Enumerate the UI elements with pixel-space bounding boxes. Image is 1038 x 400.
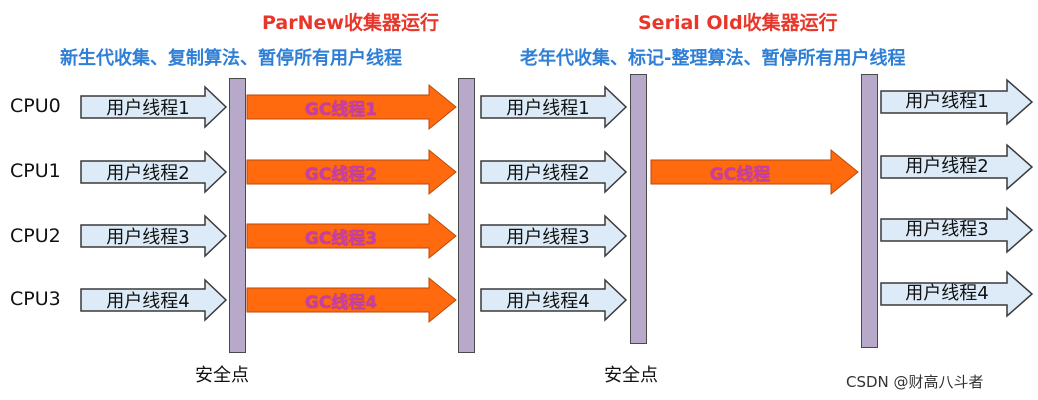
user-thread-label: 用户线程1 [106, 98, 190, 119]
parnew-title: ParNew收集器运行 [262, 12, 439, 34]
user-arrow-shape [480, 85, 628, 129]
user-thread-label: 用户线程3 [905, 219, 989, 240]
user-arrow-shape [880, 78, 1034, 126]
user-thread-label: 用户线程1 [506, 98, 590, 119]
gc-arrow-shape [246, 148, 457, 196]
safepoint-bar-1 [229, 78, 246, 353]
gc-arrow-shape [246, 212, 457, 260]
user-arrow-shape [880, 143, 1034, 191]
user-thread-label: 用户线程1 [905, 91, 989, 112]
user-arrow-shape [80, 150, 228, 194]
user-arrow-shape [480, 278, 628, 322]
user-thread-arrow: 用户线程3 [480, 214, 628, 258]
user-arrow-shape [80, 85, 228, 129]
user-arrow-shape [80, 214, 228, 258]
user-thread-arrow: 用户线程4 [80, 278, 228, 322]
user-thread-arrow: 用户线程3 [880, 206, 1034, 254]
cpu2-label: CPU2 [10, 225, 61, 247]
user-thread-arrow: 用户线程1 [80, 85, 228, 129]
user-thread-arrow: 用户线程1 [880, 78, 1034, 126]
gc-thread-label: GC线程3 [304, 228, 378, 249]
old-gen-description: 老年代收集、标记-整理算法、暂停所有用户线程 [520, 48, 906, 69]
gc-thread-arrow: GC线程4 [246, 276, 458, 324]
gc-thread-arrow: GC线程3 [246, 212, 458, 260]
serial-gc-thread-label: GC线程 [709, 164, 771, 185]
safepoint-label-2: 安全点 [604, 365, 658, 386]
watermark: CSDN @财高八斗者 [846, 373, 984, 391]
user-thread-arrow: 用户线程2 [80, 150, 228, 194]
user-arrow-shape [880, 206, 1034, 254]
cpu1-label: CPU1 [10, 160, 61, 182]
serial-old-title: Serial Old收集器运行 [638, 12, 838, 34]
user-thread-arrow: 用户线程3 [80, 214, 228, 258]
user-thread-label: 用户线程3 [506, 227, 590, 248]
young-gen-description: 新生代收集、复制算法、暂停所有用户线程 [60, 48, 402, 69]
user-arrow-shape [880, 270, 1034, 318]
gc-arrow-shape [650, 148, 859, 196]
gc-thread-label: GC线程2 [304, 164, 378, 185]
user-arrow-shape [480, 150, 628, 194]
gc-thread-label: GC线程1 [304, 99, 378, 120]
serial-gc-thread-arrow: GC线程 [650, 148, 860, 196]
user-thread-arrow: 用户线程2 [480, 150, 628, 194]
cpu3-label: CPU3 [10, 288, 61, 310]
user-thread-arrow: 用户线程4 [480, 278, 628, 322]
safepoint-label-1: 安全点 [195, 365, 249, 386]
user-thread-label: 用户线程4 [905, 283, 989, 304]
user-arrow-shape [80, 278, 228, 322]
user-thread-arrow: 用户线程4 [880, 270, 1034, 318]
gc-arrow-shape [246, 276, 457, 324]
stw-end-bar-2 [861, 74, 878, 348]
user-thread-label: 用户线程3 [106, 227, 190, 248]
safepoint-bar-2 [630, 74, 647, 344]
gc-thread-arrow: GC线程1 [246, 83, 458, 131]
user-thread-label: 用户线程2 [905, 156, 989, 177]
user-thread-label: 用户线程4 [506, 291, 590, 312]
user-arrow-shape [480, 214, 628, 258]
user-thread-arrow: 用户线程1 [480, 85, 628, 129]
stw-end-bar-1 [458, 78, 475, 353]
cpu0-label: CPU0 [10, 95, 61, 117]
user-thread-label: 用户线程2 [106, 163, 190, 184]
user-thread-label: 用户线程2 [506, 163, 590, 184]
user-thread-arrow: 用户线程2 [880, 143, 1034, 191]
gc-thread-arrow: GC线程2 [246, 148, 458, 196]
gc-arrow-shape [246, 83, 457, 131]
user-thread-label: 用户线程4 [106, 291, 190, 312]
gc-thread-label: GC线程4 [304, 292, 378, 313]
